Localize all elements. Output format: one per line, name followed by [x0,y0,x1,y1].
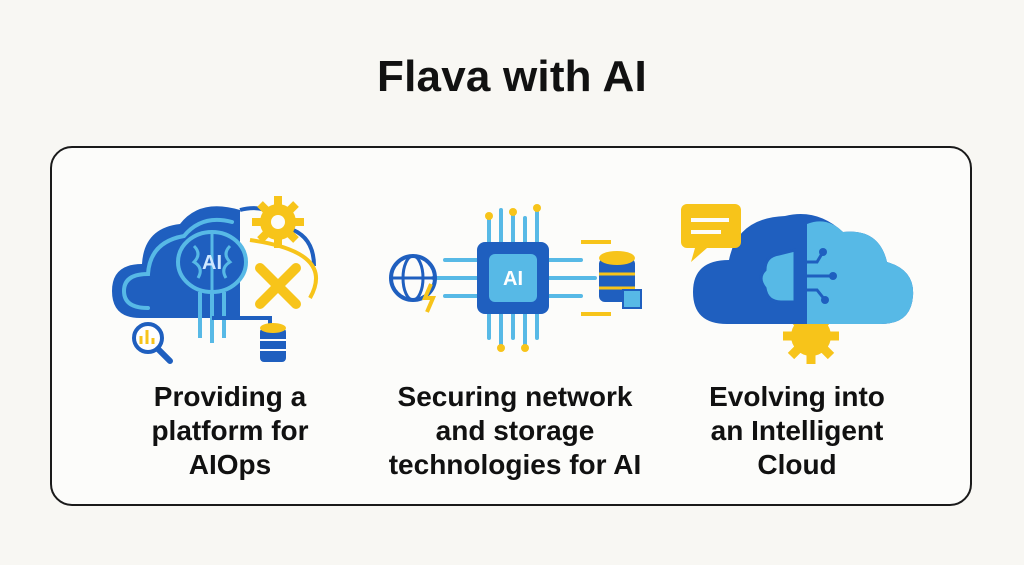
features-card: AI [50,146,972,506]
brain-ai-label: AI [202,252,222,274]
ai-chip-network-storage-icon: AI [389,204,642,352]
feature-network-storage: AI Securing network and storage tec [370,148,660,504]
chip-ai-label: AI [503,268,523,290]
caption-aiops: Providing a platform for AIOps [151,381,309,480]
storage-icon [599,251,642,309]
tools-icon [255,263,301,309]
magnifier-chart-icon [132,322,173,364]
gear-icon [783,308,839,364]
feature-aiops: AI [85,148,375,504]
page-title: Flava with AI [377,52,647,101]
caption-intelligent-cloud: Evolving into an Intelligent Cloud [709,381,885,480]
feature-intelligent-cloud: Evolving into an Intelligent Cloud [652,148,942,504]
caption-network-storage: Securing network and storage technologie… [388,381,642,480]
gear-icon [252,196,304,248]
cloud-brain-aiops-icon: AI [112,196,318,364]
intelligent-cloud-brain-icon [681,204,914,364]
globe-icon [389,254,437,313]
chat-bubble-icon [681,204,741,262]
database-icon [260,323,286,362]
